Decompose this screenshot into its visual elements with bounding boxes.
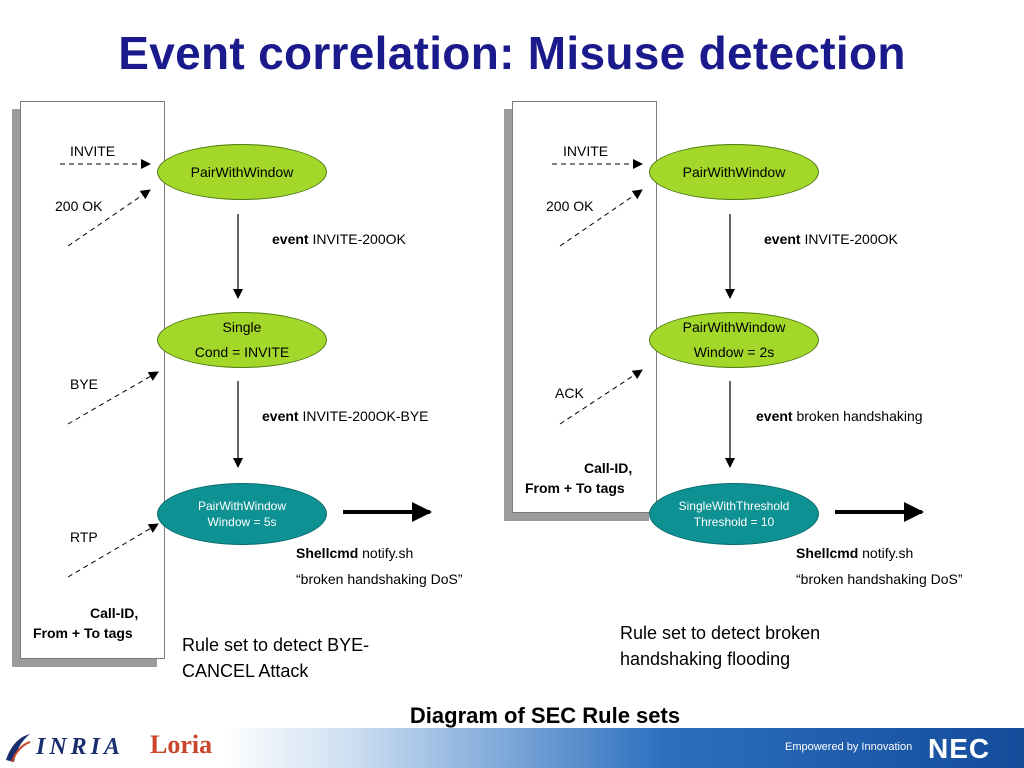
- left-caption: Rule set to detect BYE- CANCEL Attack: [182, 632, 369, 684]
- right-edge-label-1: event INVITE-200OK: [764, 231, 898, 247]
- edge-text: broken handshaking: [796, 408, 923, 424]
- loria-logo: Loria: [150, 730, 213, 759]
- left-node-single: Single Cond = INVITE: [157, 312, 327, 368]
- right-event-panel: [512, 101, 657, 513]
- left-tags-line1: Call-ID,: [90, 605, 139, 621]
- action-command: notify.sh: [862, 545, 914, 561]
- right-tags-line1: Call-ID,: [584, 460, 633, 476]
- left-node-pairwithwindow: PairWithWindow: [157, 144, 327, 200]
- node-label: PairWithWindow: [682, 163, 786, 180]
- left-event-rtp: RTP: [70, 529, 98, 545]
- right-200ok-arrow: [559, 189, 643, 247]
- right-ack-arrow: [559, 369, 643, 425]
- edge-keyword: event: [272, 231, 309, 247]
- inria-swirl-icon: [6, 734, 31, 763]
- action-command: notify.sh: [362, 545, 414, 561]
- left-node-pairwithwindow-5s: PairWithWindow Window = 5s: [157, 483, 327, 545]
- caption-line2: CANCEL Attack: [182, 661, 309, 681]
- left-tags-line2: From + To tags: [33, 625, 133, 641]
- footer-bar: INRIA Loria Empowered by Innovation NEC: [0, 728, 1024, 768]
- left-200ok-arrow: [67, 189, 151, 247]
- nec-logo: NEC: [928, 733, 991, 764]
- node-label: SingleWithThreshold: [678, 499, 790, 513]
- right-tags-line2: From + To tags: [525, 480, 625, 496]
- edge-keyword: event: [262, 408, 299, 424]
- right-event-200ok: 200 OK: [546, 198, 594, 214]
- node-label: PairWithWindow: [190, 163, 294, 180]
- left-edge-label-2: event INVITE-200OK-BYE: [262, 408, 429, 424]
- caption-line2: handshaking flooding: [620, 649, 791, 669]
- right-action: Shellcmd notify.sh “broken handshaking D…: [796, 540, 963, 592]
- edge-text: INVITE-200OK: [312, 231, 406, 247]
- edge-text: INVITE-200OK: [804, 231, 898, 247]
- right-caption: Rule set to detect broken handshaking fl…: [620, 620, 820, 672]
- edge-text: INVITE-200OK-BYE: [302, 408, 429, 424]
- node-threshold: Threshold = 10: [693, 515, 775, 529]
- footer-tagline: Empowered by Innovation: [785, 741, 913, 753]
- right-edge-label-2: event broken handshaking: [756, 408, 923, 424]
- left-event-bye: BYE: [70, 376, 99, 392]
- slide-title: Event correlation: Misuse detection: [118, 27, 906, 79]
- left-rtp-arrow: [67, 523, 159, 578]
- node-label: PairWithWindow: [682, 319, 786, 335]
- caption-line1: Rule set to detect BYE-: [182, 635, 370, 655]
- right-node-pairwithwindow: PairWithWindow: [649, 144, 819, 200]
- caption-line1: Rule set to detect broken: [620, 623, 821, 643]
- node-condition: Cond = INVITE: [194, 344, 290, 360]
- right-event-ack: ACK: [555, 385, 584, 401]
- left-bye-arrow: [67, 371, 159, 425]
- action-keyword: Shellcmd: [296, 545, 359, 561]
- diagram-caption: Diagram of SEC Rule sets: [409, 703, 681, 728]
- action-message: “broken handshaking DoS”: [796, 571, 963, 587]
- left-edge-label-1: event INVITE-200OK: [272, 231, 406, 247]
- left-action: Shellcmd notify.sh “broken handshaking D…: [296, 540, 463, 592]
- right-node-pairwithwindow-2s: PairWithWindow Window = 2s: [649, 312, 819, 368]
- action-keyword: Shellcmd: [796, 545, 859, 561]
- right-event-invite: INVITE: [563, 143, 609, 159]
- left-event-200ok: 200 OK: [55, 198, 103, 214]
- right-node-singlewiththreshold: SingleWithThreshold Threshold = 10: [649, 483, 819, 545]
- inria-logo: INRIA: [36, 734, 125, 760]
- left-event-invite: INVITE: [70, 143, 116, 159]
- edge-keyword: event: [764, 231, 801, 247]
- edge-keyword: event: [756, 408, 793, 424]
- node-window: Window = 2s: [693, 344, 775, 360]
- action-message: “broken handshaking DoS”: [296, 571, 463, 587]
- node-label: Single: [222, 319, 262, 335]
- node-label: PairWithWindow: [197, 499, 287, 513]
- node-window: Window = 5s: [207, 515, 277, 529]
